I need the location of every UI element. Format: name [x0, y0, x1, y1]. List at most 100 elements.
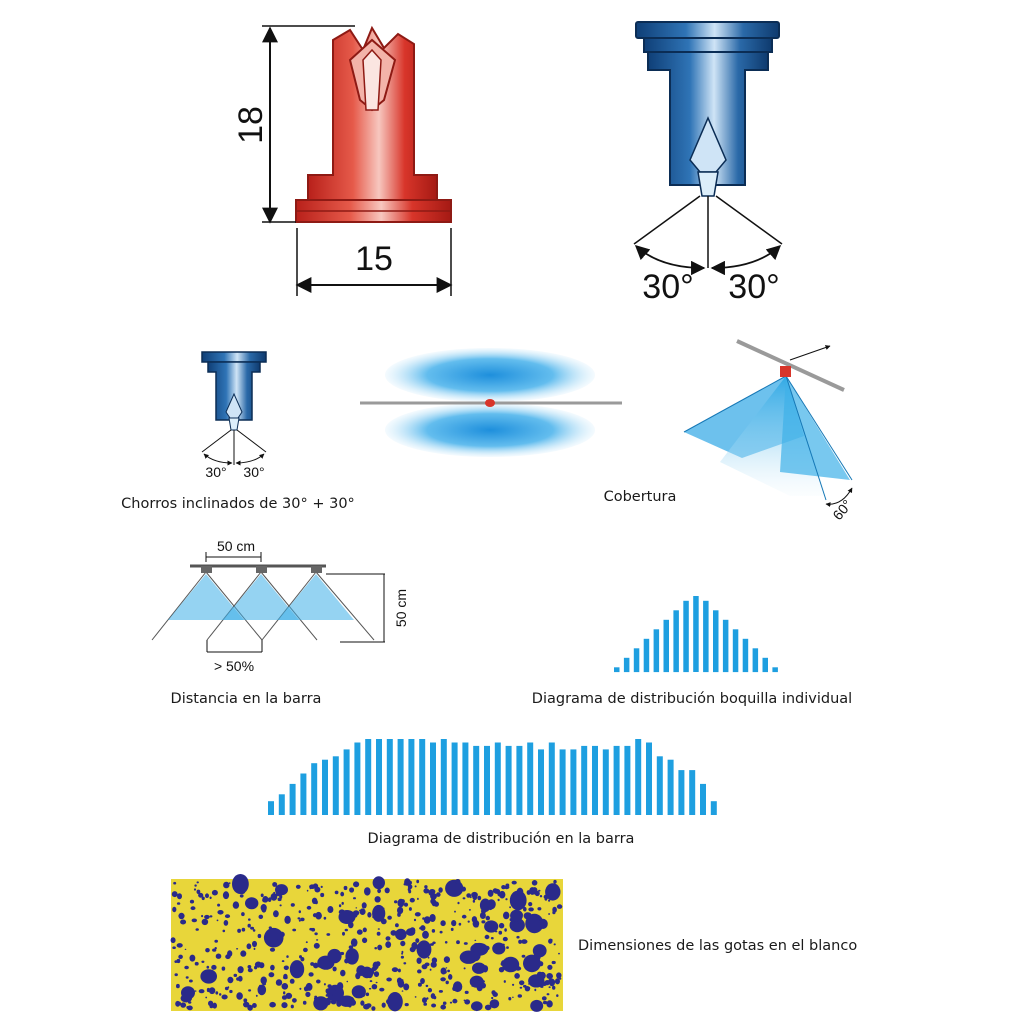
- droplet: [551, 960, 556, 965]
- droplet: [454, 924, 456, 926]
- droplet: [239, 894, 244, 898]
- droplet: [211, 889, 218, 896]
- droplet: [327, 948, 342, 964]
- droplet: [477, 895, 482, 901]
- droplet: [180, 1002, 187, 1008]
- droplet: [505, 898, 508, 901]
- droplet: [190, 906, 196, 911]
- droplet: [539, 971, 546, 980]
- droplet: [205, 996, 208, 999]
- droplet: [185, 976, 189, 979]
- droplet: [306, 905, 312, 910]
- droplet: [534, 988, 537, 992]
- droplet: [366, 970, 373, 979]
- droplet: [385, 936, 391, 941]
- droplet: [541, 981, 548, 986]
- droplet: [428, 889, 435, 896]
- droplet: [417, 897, 419, 901]
- droplet: [548, 986, 551, 989]
- droplet: [503, 980, 506, 983]
- distribution-bar: [354, 742, 361, 815]
- droplet: [367, 912, 372, 918]
- droplet: [447, 882, 452, 887]
- droplet: [302, 1000, 307, 1005]
- angle-left-label: 30°: [642, 268, 693, 306]
- droplet: [221, 966, 226, 971]
- droplet: [236, 992, 243, 1000]
- distribution-bar: [752, 648, 759, 673]
- distribution-bar: [365, 739, 372, 815]
- distribution-bar: [581, 745, 588, 815]
- dimension-lines: 18 15: [232, 25, 453, 296]
- droplet: [299, 987, 302, 990]
- droplet: [444, 941, 448, 944]
- droplet: [222, 891, 230, 900]
- distribution-bar: [451, 742, 458, 815]
- droplet: [430, 961, 437, 968]
- droplet: [414, 885, 417, 888]
- droplet: [180, 919, 187, 925]
- droplet: [538, 918, 548, 930]
- droplet: [189, 979, 193, 983]
- droplet: [403, 902, 409, 907]
- droplet: [537, 907, 542, 911]
- boom-distance-diagram: 50 cm 50 cm > 50%: [151, 538, 409, 674]
- droplet: [381, 1002, 386, 1008]
- distribution-bar: [376, 739, 382, 815]
- droplet: [553, 943, 556, 946]
- distribution-bar: [484, 745, 490, 815]
- droplet: [374, 947, 378, 950]
- droplet: [466, 893, 472, 898]
- spacing-label: 50 cm: [217, 538, 255, 554]
- droplet: [353, 881, 360, 888]
- droplet: [176, 943, 183, 948]
- droplet: [173, 881, 177, 885]
- droplet: [481, 920, 486, 924]
- droplet: [356, 965, 366, 976]
- droplet: [206, 965, 210, 969]
- small-angle-right-label: 30°: [243, 464, 264, 480]
- droplet: [237, 966, 244, 974]
- droplet: [228, 882, 231, 884]
- droplet: [170, 937, 176, 944]
- droplet: [257, 933, 262, 939]
- droplet: [445, 967, 448, 969]
- droplet: [519, 980, 525, 986]
- droplet: [189, 954, 196, 962]
- droplet: [548, 978, 555, 984]
- droplet: [538, 917, 540, 920]
- droplet: [504, 928, 507, 932]
- droplet: [200, 969, 217, 984]
- droplet: [487, 899, 496, 910]
- droplet: [514, 973, 520, 979]
- droplet: [338, 995, 355, 1007]
- droplet: [484, 945, 490, 951]
- droplet: [474, 939, 477, 942]
- droplet: [501, 885, 506, 890]
- droplet: [555, 978, 560, 985]
- droplet: [205, 948, 210, 953]
- droplet: [241, 912, 245, 917]
- droplet: [447, 969, 450, 973]
- droplet: [243, 998, 248, 1003]
- droplet: [430, 993, 436, 999]
- droplet: [373, 971, 380, 977]
- droplet: [279, 904, 282, 907]
- droplet: [176, 958, 181, 964]
- droplet: [456, 940, 460, 945]
- droplet: [239, 890, 246, 894]
- droplet: [403, 983, 410, 991]
- droplet: [269, 1001, 276, 1008]
- droplet: [387, 992, 403, 1012]
- droplet: [241, 927, 246, 932]
- droplet: [463, 967, 466, 970]
- droplet: [374, 896, 381, 903]
- droplet: [212, 948, 217, 952]
- droplet: [281, 960, 285, 963]
- droplet: [237, 928, 242, 933]
- droplet: [248, 918, 251, 921]
- droplet: [503, 911, 510, 920]
- droplet: [415, 938, 420, 943]
- droplet: [403, 962, 407, 965]
- droplet: [445, 879, 464, 897]
